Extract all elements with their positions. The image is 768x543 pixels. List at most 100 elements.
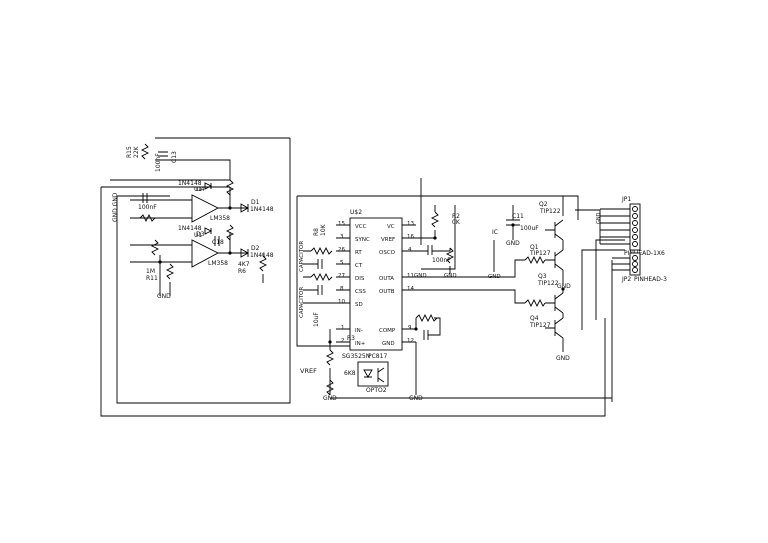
r15-resistor: R15 22K (126, 143, 150, 160)
d4-ref: D4 (196, 186, 205, 193)
r2-value: 0K (452, 219, 461, 226)
q2-transistor: Q2 TIP122 (539, 201, 564, 241)
u2-pin-comp: COMP (379, 328, 396, 334)
d1-diode: D1 1N4148 (240, 199, 274, 213)
c11-value: 100uF (520, 225, 539, 232)
u2-pin-vc: VC (387, 224, 395, 230)
u2-pin-sd: SD (355, 302, 363, 308)
u2-pin-ct: CT (355, 263, 363, 269)
r11-resistor: 1M R11 (146, 263, 175, 282)
ic-label: IC (492, 229, 498, 236)
u2-pin-outb: OUTB (379, 289, 395, 295)
comp-network (415, 313, 441, 340)
u2-pin-outa: OUTA (379, 276, 394, 282)
u2-pinnum-inm: 1 (341, 325, 345, 331)
gnd-label-c1b: GND (444, 273, 457, 279)
u1a-name: LM358 (210, 215, 230, 222)
u2-pin-osco: OSCO (379, 250, 396, 256)
r8-ref: R8 (313, 228, 320, 236)
rd-resistor (310, 272, 333, 282)
u2-pinnum-comp: 9 (408, 325, 412, 331)
jp2-ref: JP2 (621, 276, 631, 283)
u1b-name: LM358 (208, 260, 228, 267)
d3-diode: 1N4148 D3 (178, 225, 213, 238)
c1-value: 100nF (432, 257, 451, 264)
r6-resistor: 4K7 R6 (238, 255, 268, 275)
css-capacitor: 10uF (313, 285, 323, 327)
u2-pin-rt: RT (355, 250, 362, 256)
d3-ref: D3 (196, 231, 205, 238)
gnd-label-jp: GND (596, 212, 602, 224)
u2-pin-sync: SYNC (355, 237, 370, 243)
u2-pinnum-osco: 4 (408, 247, 412, 253)
u2-pinnum-vref: 16 (407, 234, 414, 240)
vref-label: VREF (300, 367, 317, 375)
gnd-label-q4: GND (556, 355, 570, 362)
u2-pin-vref: VREF (381, 237, 395, 243)
u2-pin-gnd: GND (382, 341, 395, 347)
r11-value: 1M (146, 268, 155, 275)
c1-capacitor: 100nF (427, 245, 451, 264)
junction-dots (158, 206, 565, 344)
r10-resistor (225, 224, 235, 241)
q1-ref: Q1 (530, 244, 539, 251)
d1-ref: D1 (251, 199, 260, 206)
u2-pinnum-sd: 10 (338, 299, 345, 305)
q2-value: TIP122 (539, 208, 561, 215)
u2-ref: U$2 (350, 209, 362, 216)
jp2-connector: JP2 PINHEAD-3 (621, 252, 667, 283)
opto-ref: OPTO2 (366, 387, 387, 394)
q4-value: TIP127 (529, 322, 551, 329)
r9-resistor (225, 179, 235, 196)
u2-pinnum-gnd: 12 (407, 338, 414, 344)
r3-value: 6K8 (344, 370, 356, 377)
c13-ref: C13 (171, 151, 178, 163)
d4-diode: 1N4148 D4 (178, 180, 213, 193)
r11-ref: R11 (146, 275, 158, 282)
u1a-opamp: LM358 U1 (191, 186, 230, 223)
jp1-ref: JP1 (621, 196, 631, 203)
u2-pinnum-vc: 13 (407, 221, 414, 227)
q3-value: TIP122 (537, 280, 559, 287)
u2-pinnum-css: 8 (340, 286, 344, 292)
r8-resistor: R8 10K (310, 223, 333, 256)
u2-pin-dis: DIS (355, 276, 365, 282)
r12-resistor (139, 213, 156, 223)
q3-transistor: Q3 TIP122 (537, 273, 564, 314)
u2-pinnum-outb: 14 (407, 286, 414, 292)
q2-ref: Q2 (539, 201, 548, 208)
q3-ref: Q3 (538, 273, 547, 280)
u2-pinnum-sync: 3 (340, 234, 344, 240)
opto-ref-top: PC817 (368, 353, 387, 360)
r8-value: 10K (320, 223, 327, 236)
r15-ref: R15 (126, 146, 133, 158)
u2-pin-vcc: VCC (355, 224, 367, 230)
css-value: 10uF (313, 312, 320, 327)
u2-pinnum-inp: 2 (341, 338, 345, 344)
c18-capacitor: C18 (212, 236, 224, 246)
capacitor-label-1: CAPACITOR (299, 241, 305, 272)
q1-transistor: Q1 TIP127 (529, 244, 564, 271)
u2-pinnum-ct: 5 (340, 260, 344, 266)
c2-value: 100nF (138, 204, 157, 211)
q4-transistor: Q4 TIP127 (529, 315, 564, 339)
c11-ref: C11 (512, 213, 524, 220)
u2-name: SG3525N (342, 353, 370, 360)
jp2-value: PINHEAD-3 (634, 276, 667, 283)
r6-ref: R6 (238, 268, 246, 275)
r3-ref: R3 (347, 335, 355, 342)
r2-resistor: R2 0K (430, 211, 461, 228)
r6-value: 4K7 (238, 261, 250, 268)
u2-pinnum-outa: 11 (407, 273, 414, 279)
u2-pin-inp: IN+ (355, 341, 366, 347)
c13-capacitor: C13 100nF (155, 151, 178, 172)
u1b-ref: U1 (194, 232, 202, 239)
q4-ref: Q4 (530, 315, 539, 322)
r2-ref: R2 (452, 213, 460, 220)
u1a-ref: U1 (194, 186, 202, 193)
c18-ref: C18 (212, 239, 224, 246)
q1-value: TIP127 (529, 250, 551, 257)
gnd-label-left: GND (157, 293, 171, 300)
gnd-label-vref: GND (323, 395, 337, 402)
